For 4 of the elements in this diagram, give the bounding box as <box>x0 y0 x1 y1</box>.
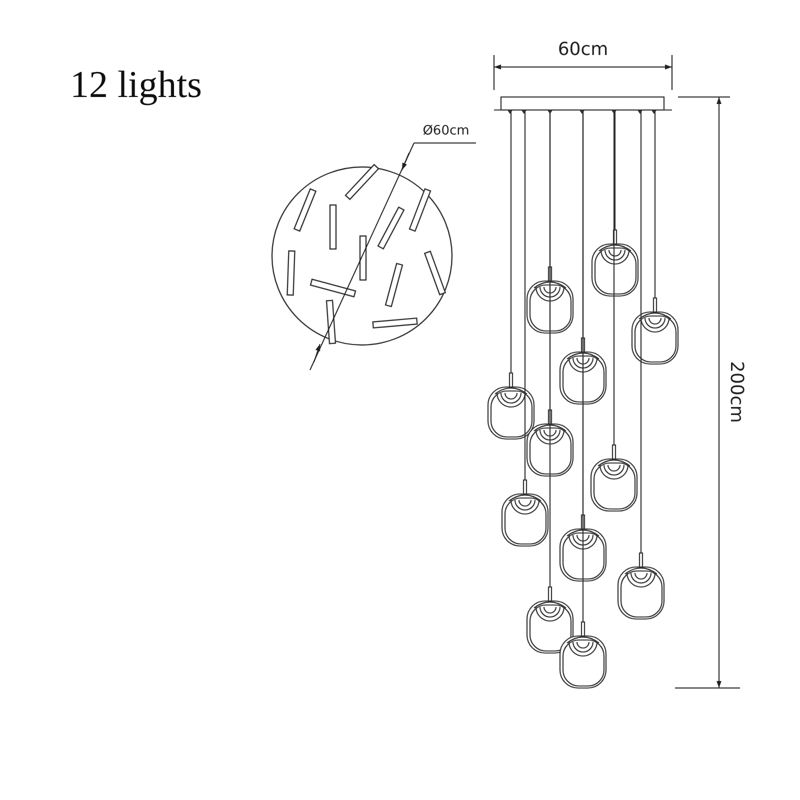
dimension-label: 60cm <box>558 41 608 59</box>
dimension-label: 200cm <box>727 361 745 423</box>
dimension-label: Ø60cm <box>422 124 470 138</box>
title: 12 lights <box>70 66 202 104</box>
